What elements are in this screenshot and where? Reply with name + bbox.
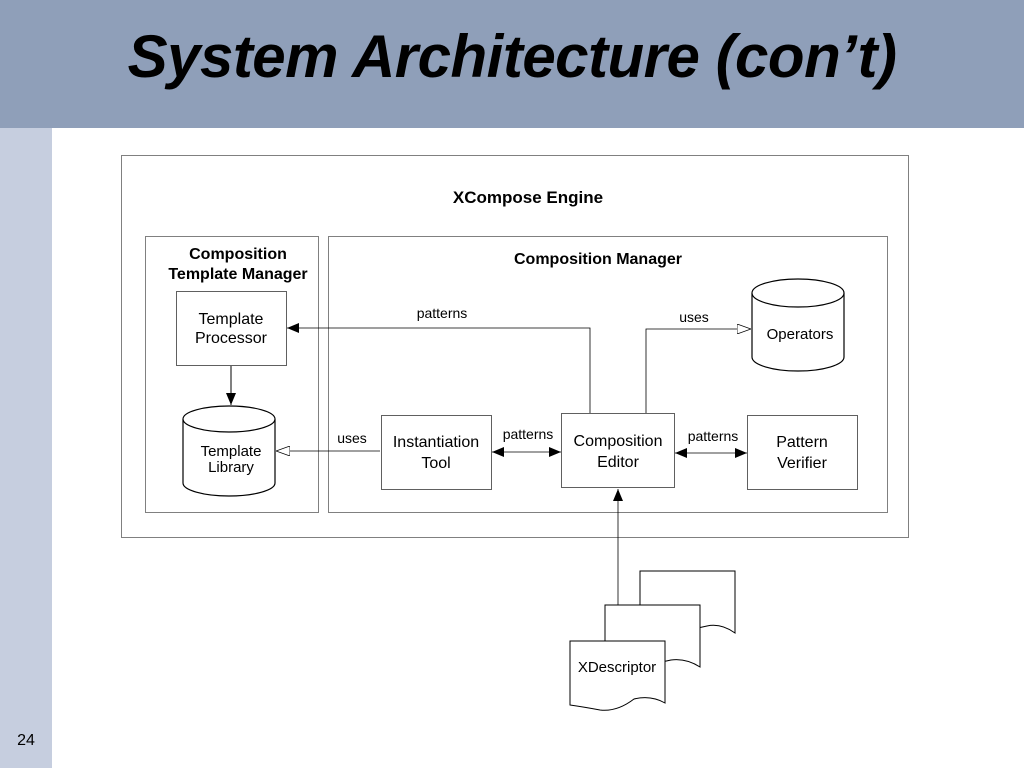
left-strip [0, 128, 52, 768]
template-library-line2: Library [208, 459, 254, 476]
template-processor-line2: Processor [195, 330, 268, 347]
template-library-line1: Template [201, 443, 262, 460]
slide-title: System Architecture (con’t) [127, 23, 897, 90]
page-number: 24 [17, 732, 35, 749]
operators-label: Operators [767, 326, 834, 343]
composition-editor-line2: Editor [597, 454, 639, 471]
xdescriptor-label: XDescriptor [578, 659, 656, 676]
tool-to-library-label: uses [337, 430, 367, 446]
pattern-verifier-box [747, 415, 858, 490]
editor-to-operators-label: uses [679, 309, 709, 325]
composition-manager-title: Composition Manager [514, 251, 682, 268]
xcompose-engine-label: XCompose Engine [453, 188, 603, 207]
instantiation-tool-line2: Tool [421, 455, 450, 472]
editor-to-operators-arrow [645, 329, 751, 413]
pattern-verifier-line2: Verifier [777, 455, 827, 472]
editor-to-processor-arrow [287, 323, 591, 413]
tool-editor-label: patterns [503, 426, 554, 442]
composition-editor-line1: Composition [574, 433, 663, 450]
template-manager-title-line2: Template Manager [168, 266, 307, 283]
operators-cylinder [751, 278, 845, 372]
editor-to-processor-label: patterns [417, 305, 468, 321]
template-processor-box [176, 291, 287, 366]
template-library-cylinder [182, 405, 276, 497]
pattern-verifier-line1: Pattern [776, 434, 828, 451]
template-processor-line1: Template [199, 311, 264, 328]
composition-editor-box [561, 413, 675, 488]
instantiation-tool-box [381, 415, 492, 490]
xdescriptor-document-front [569, 640, 666, 711]
template-manager-title-line1: Composition [189, 246, 287, 263]
instantiation-tool-line1: Instantiation [393, 434, 479, 451]
title-bar [0, 0, 1024, 128]
editor-verifier-label: patterns [688, 428, 739, 444]
